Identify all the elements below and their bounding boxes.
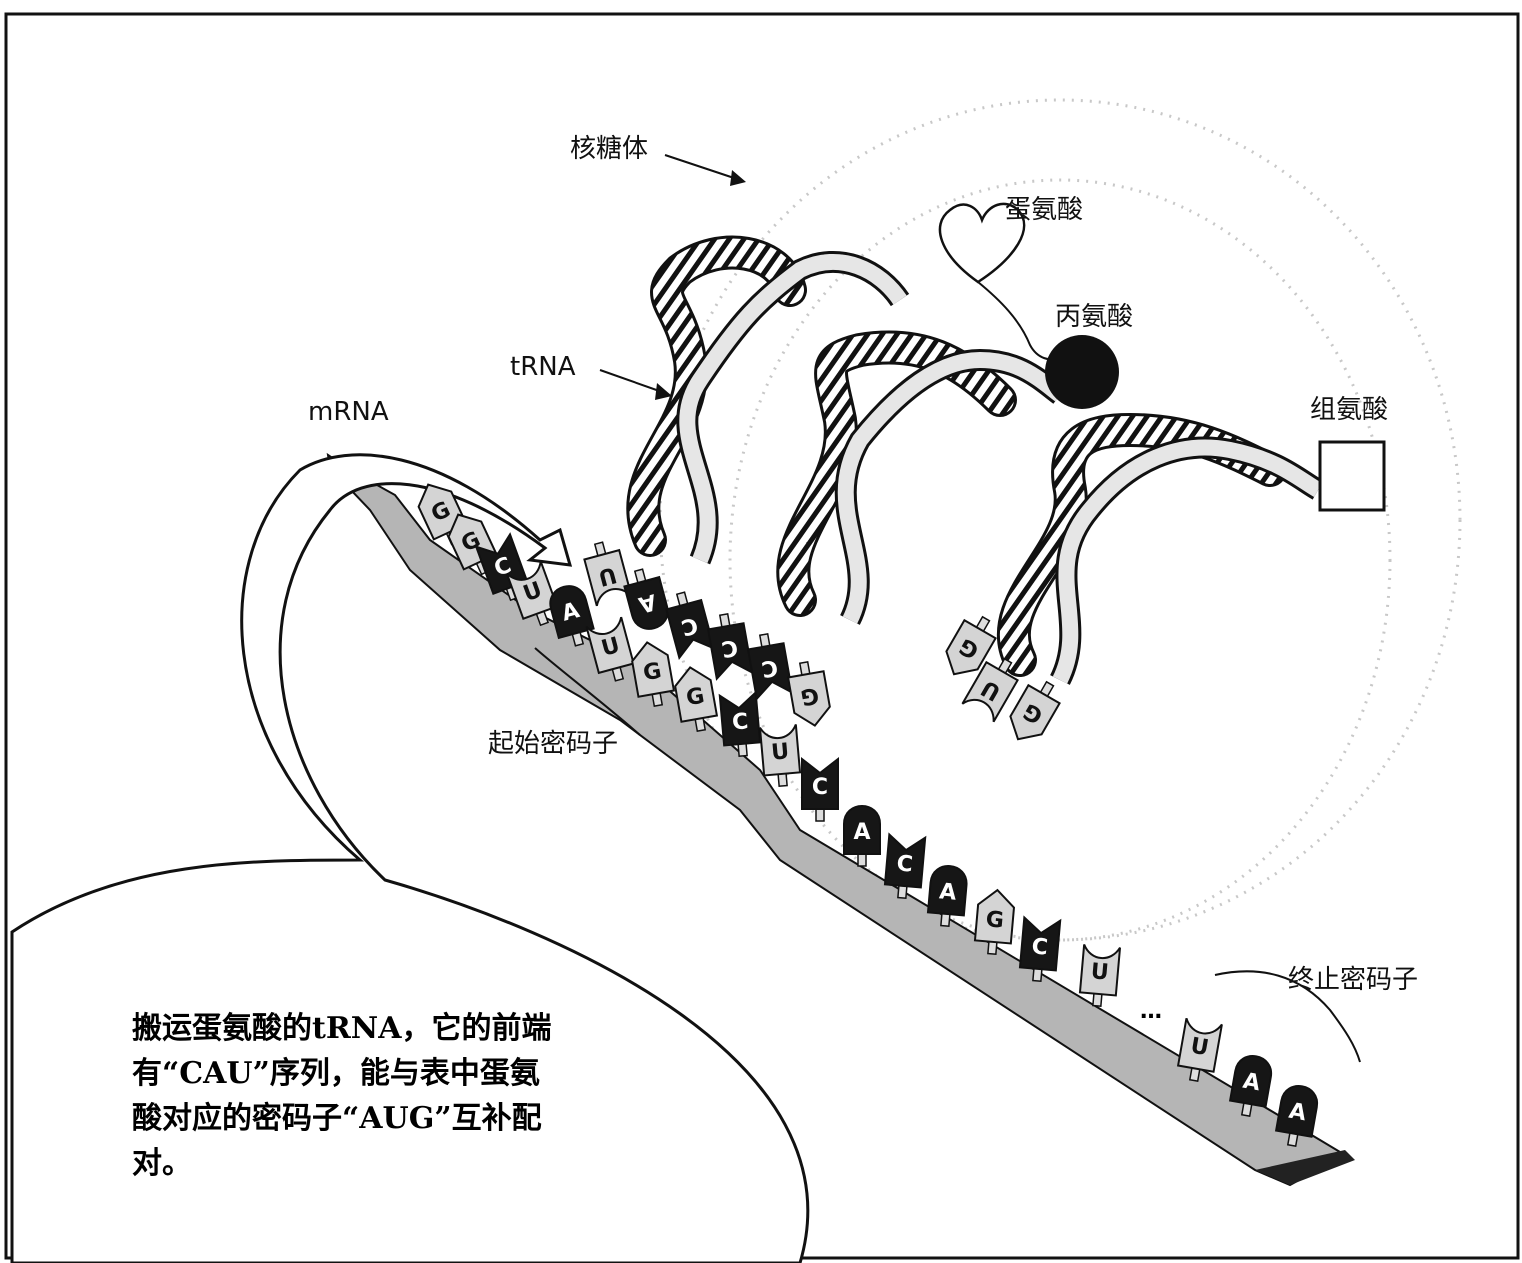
base-letter: G (684, 684, 706, 712)
bubble-text-block: 搬运蛋氨酸的tRNA，它的前端 有“CAU”序列，能与表中蛋氨 酸对应的密码子“… (132, 1011, 552, 1181)
base-letter: A (1241, 1069, 1262, 1097)
alanine-label: 丙氨酸 (1055, 302, 1133, 332)
base-letter: U (1189, 1034, 1211, 1062)
mrna-base: U (1078, 944, 1122, 1008)
speech-bubble (10, 453, 810, 1263)
bubble-line-3: 酸对应的密码子“AUG”互补配 (132, 1101, 542, 1136)
anticodon-base: A (623, 568, 669, 630)
base-letter: U (599, 633, 623, 662)
base-letter: U (770, 739, 790, 765)
trna-1 (626, 235, 910, 565)
trna-3 (996, 412, 1324, 685)
anticodon-base: U (961, 657, 1019, 723)
stop-codon-bracket (1214, 970, 1361, 1063)
mrna-base: C (883, 832, 927, 900)
bubble-line-2: 有“CAU”序列，能与表中蛋氨 (132, 1056, 540, 1091)
base-letter: U (1090, 959, 1110, 985)
methionine-heart-shape (938, 202, 1061, 361)
base-letter: U (595, 561, 619, 590)
mrna-base: U (505, 560, 559, 627)
mrna-label: mRNA (308, 397, 389, 427)
mrna-base: A (926, 865, 968, 928)
bubble-line-4: 对。 (132, 1146, 192, 1181)
base-letter: C (896, 851, 914, 877)
alanine-circle-shape (1045, 335, 1119, 409)
trna-label: tRNA (510, 352, 576, 382)
methionine-label: 蛋氨酸 (1005, 195, 1083, 225)
anticodon-base: C (746, 632, 794, 701)
anticodon-base: U (583, 541, 633, 607)
start-codon-label: 起始密码子 (488, 729, 618, 759)
ribosome-label: 核糖体 (570, 134, 648, 164)
mrna-base: C (801, 756, 839, 822)
mrna-base: A (1274, 1085, 1318, 1148)
mrna-base: A (843, 805, 881, 867)
base-letter: C (759, 654, 779, 681)
histidine-square-shape (1318, 440, 1386, 512)
ribosome-arrow (664, 154, 746, 186)
anticodon-base: G (1009, 680, 1061, 741)
base-letter: A (1287, 1099, 1308, 1127)
mrna-base: C (1018, 915, 1062, 983)
base-letter: A (853, 820, 870, 845)
anticodon-base: G (945, 615, 997, 676)
mrna-base: G (674, 666, 719, 733)
start-codon-bracket (534, 647, 641, 736)
base-letter: C (731, 709, 749, 735)
anticodon-base: G (786, 660, 831, 727)
mrna-base: G (973, 888, 1016, 956)
trna-arrow (599, 369, 672, 400)
base-letter: G (641, 659, 663, 687)
mrna-base: A (1228, 1055, 1272, 1118)
bubble-line-1: 搬运蛋氨酸的tRNA，它的前端 (132, 1011, 552, 1046)
mrna-base: C (718, 690, 762, 758)
base-letter: A (559, 598, 582, 627)
base-letter: C (719, 634, 739, 661)
histidine-label: 组氨酸 (1310, 395, 1388, 425)
anticodon-base: C (706, 612, 754, 681)
stop-codon-label: 终止密码子 (1288, 965, 1418, 995)
mrna-base: A (549, 585, 595, 647)
base-letter: A (636, 588, 659, 617)
anticodon-base: C (665, 591, 716, 661)
mrna-base: U (758, 724, 802, 788)
base-letter: G (985, 907, 1005, 933)
codon-ellipsis: … (1140, 999, 1162, 1024)
mrna-base: U (585, 616, 635, 682)
mrna-base: G (631, 641, 676, 708)
base-letter: C (812, 775, 828, 800)
base-letter: A (938, 879, 957, 905)
base-letter: C (678, 611, 700, 639)
mrna-base: U (1176, 1017, 1223, 1083)
base-letter: G (799, 682, 821, 710)
trna-2 (776, 330, 1067, 625)
base-letter: C (1031, 934, 1049, 960)
mrna-base: C (474, 532, 529, 602)
